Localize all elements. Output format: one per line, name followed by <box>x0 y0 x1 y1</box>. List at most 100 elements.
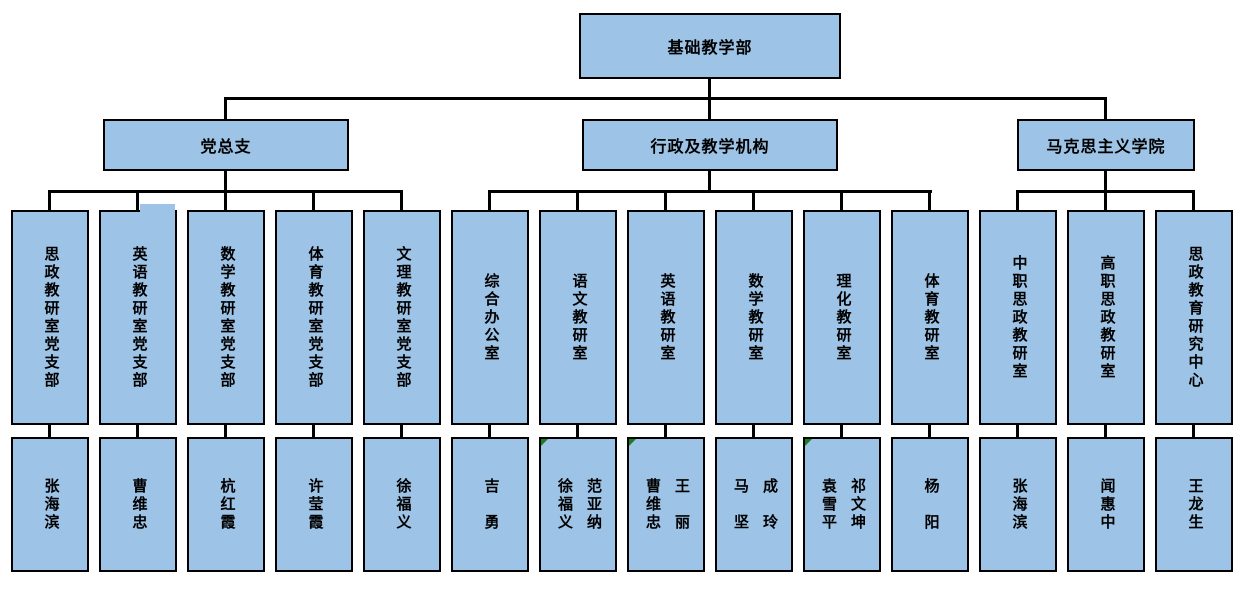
dept-label: 思政教育研究中心 <box>1186 245 1203 390</box>
head-label: 曹维忠 <box>130 477 147 532</box>
connector-head-1 <box>136 425 139 437</box>
head-label: 吉 勇 <box>482 477 499 532</box>
connector-admin-rail <box>488 190 932 193</box>
head-box-11: 张海滨 <box>979 437 1057 572</box>
connector-marxism-stem <box>1104 171 1107 191</box>
connector-head-8 <box>752 425 755 437</box>
root-label: 基础教学部 <box>667 40 753 57</box>
connector-level2-rail <box>224 97 1107 100</box>
connector-head-7 <box>664 425 667 437</box>
dept-box-6: 语文教研室 <box>539 210 617 425</box>
head-label: 杨 阳 <box>922 477 939 532</box>
connector-root-drop <box>708 79 711 98</box>
head-box-7: 曹维忠 王 丽 <box>627 437 705 572</box>
connector-admin-stem <box>708 171 711 191</box>
head-label: 徐福义 范亚纳 <box>556 477 601 532</box>
connector-head-4 <box>400 425 403 437</box>
head-box-13: 王龙生 <box>1155 437 1233 572</box>
branch-box-party: 党总支 <box>103 119 349 171</box>
connector-head-10 <box>928 425 931 437</box>
head-label: 闻惠中 <box>1098 477 1115 532</box>
dept-label: 中职思政教研室 <box>1010 254 1027 381</box>
head-label: 马 坚 成 玲 <box>732 477 777 532</box>
connector-head-9 <box>840 425 843 437</box>
dept-box-12: 高职思政教研室 <box>1067 210 1145 425</box>
head-label: 许莹霞 <box>306 477 323 532</box>
dept-box-5: 综合办公室 <box>451 210 529 425</box>
connector-drop-1 <box>136 190 139 210</box>
dept-label: 英语教研室 <box>658 272 675 363</box>
head-box-6: 徐福义 范亚纳 <box>539 437 617 572</box>
comment-marker-icon <box>629 439 636 446</box>
branch-box-marxism: 马克思主义学院 <box>1017 119 1195 171</box>
connector-head-0 <box>48 425 51 437</box>
connector-drop-9 <box>840 190 843 210</box>
connector-head-3 <box>312 425 315 437</box>
connector-head-12 <box>1104 425 1107 437</box>
connector-drop-13 <box>1192 190 1195 210</box>
dept-box-3: 体育教研室党支部 <box>275 210 353 425</box>
dept-label: 文理教研室党支部 <box>394 245 411 390</box>
connector-branch1-drop <box>708 97 711 119</box>
dept-box-4: 文理教研室党支部 <box>363 210 441 425</box>
connector-drop-8 <box>752 190 755 210</box>
head-box-8: 马 坚 成 玲 <box>715 437 793 572</box>
head-label: 张海滨 <box>1010 477 1027 532</box>
connector-drop-3 <box>312 190 315 210</box>
head-label: 曹维忠 王 丽 <box>644 477 689 532</box>
branch-label: 马克思主义学院 <box>1046 139 1166 156</box>
dept-label: 高职思政教研室 <box>1098 254 1115 381</box>
dept-box-11: 中职思政教研室 <box>979 210 1057 425</box>
connector-drop-7 <box>664 190 667 210</box>
head-box-5: 吉 勇 <box>451 437 529 572</box>
head-label: 张海滨 <box>42 477 59 532</box>
head-box-4: 徐福义 <box>363 437 441 572</box>
head-box-3: 许莹霞 <box>275 437 353 572</box>
comment-marker-icon <box>805 439 812 446</box>
dept-label: 体育教研室 <box>922 272 939 363</box>
dept-box-8: 数学教研室 <box>715 210 793 425</box>
dept-box-9: 理化教研室 <box>803 210 881 425</box>
connector-party-stem <box>224 171 227 191</box>
dept-label: 英语教研室党支部 <box>130 245 147 390</box>
branch-label: 党总支 <box>200 139 252 156</box>
dept-box-7: 英语教研室 <box>627 210 705 425</box>
head-box-1: 曹维忠 <box>99 437 177 572</box>
head-label: 袁雪平 祁文坤 <box>820 477 865 532</box>
dept-label: 综合办公室 <box>482 272 499 363</box>
dept-box-13: 思政教育研究中心 <box>1155 210 1233 425</box>
head-label: 王龙生 <box>1186 477 1203 532</box>
comment-marker-icon <box>541 439 548 446</box>
connector-drop-4 <box>400 190 403 210</box>
connector-head-6 <box>576 425 579 437</box>
dept-label: 理化教研室 <box>834 272 851 363</box>
dept-box-2: 数学教研室党支部 <box>187 210 265 425</box>
dept-box-10: 体育教研室 <box>891 210 969 425</box>
connector-head-11 <box>1016 425 1019 437</box>
branch-label: 行政及教学机构 <box>650 139 770 156</box>
connector-drop-10 <box>928 190 931 210</box>
connector-drop-5 <box>488 190 491 210</box>
connector-head-2 <box>224 425 227 437</box>
connector-drop-12 <box>1104 190 1107 210</box>
head-label: 徐福义 <box>394 477 411 532</box>
connector-drop-6 <box>576 190 579 210</box>
head-box-10: 杨 阳 <box>891 437 969 572</box>
head-label: 杭红霞 <box>218 477 235 532</box>
connector-head-5 <box>488 425 491 437</box>
dept-box-0: 思政教研室党支部 <box>11 210 89 425</box>
dept-label: 数学教研室 <box>746 272 763 363</box>
dept-label: 思政教研室党支部 <box>42 245 59 390</box>
head-box-0: 张海滨 <box>11 437 89 572</box>
dept-label: 语文教研室 <box>570 272 587 363</box>
connector-drop-11 <box>1016 190 1019 210</box>
dept-box-1: 英语教研室党支部 <box>99 210 177 425</box>
dept-label: 数学教研室党支部 <box>218 245 235 390</box>
connector-branch2-drop <box>1104 97 1107 119</box>
connector-drop-2 <box>224 190 227 210</box>
connector-drop-0 <box>48 190 51 210</box>
root-box: 基础教学部 <box>579 13 841 79</box>
connector-head-13 <box>1192 425 1195 437</box>
head-box-2: 杭红霞 <box>187 437 265 572</box>
